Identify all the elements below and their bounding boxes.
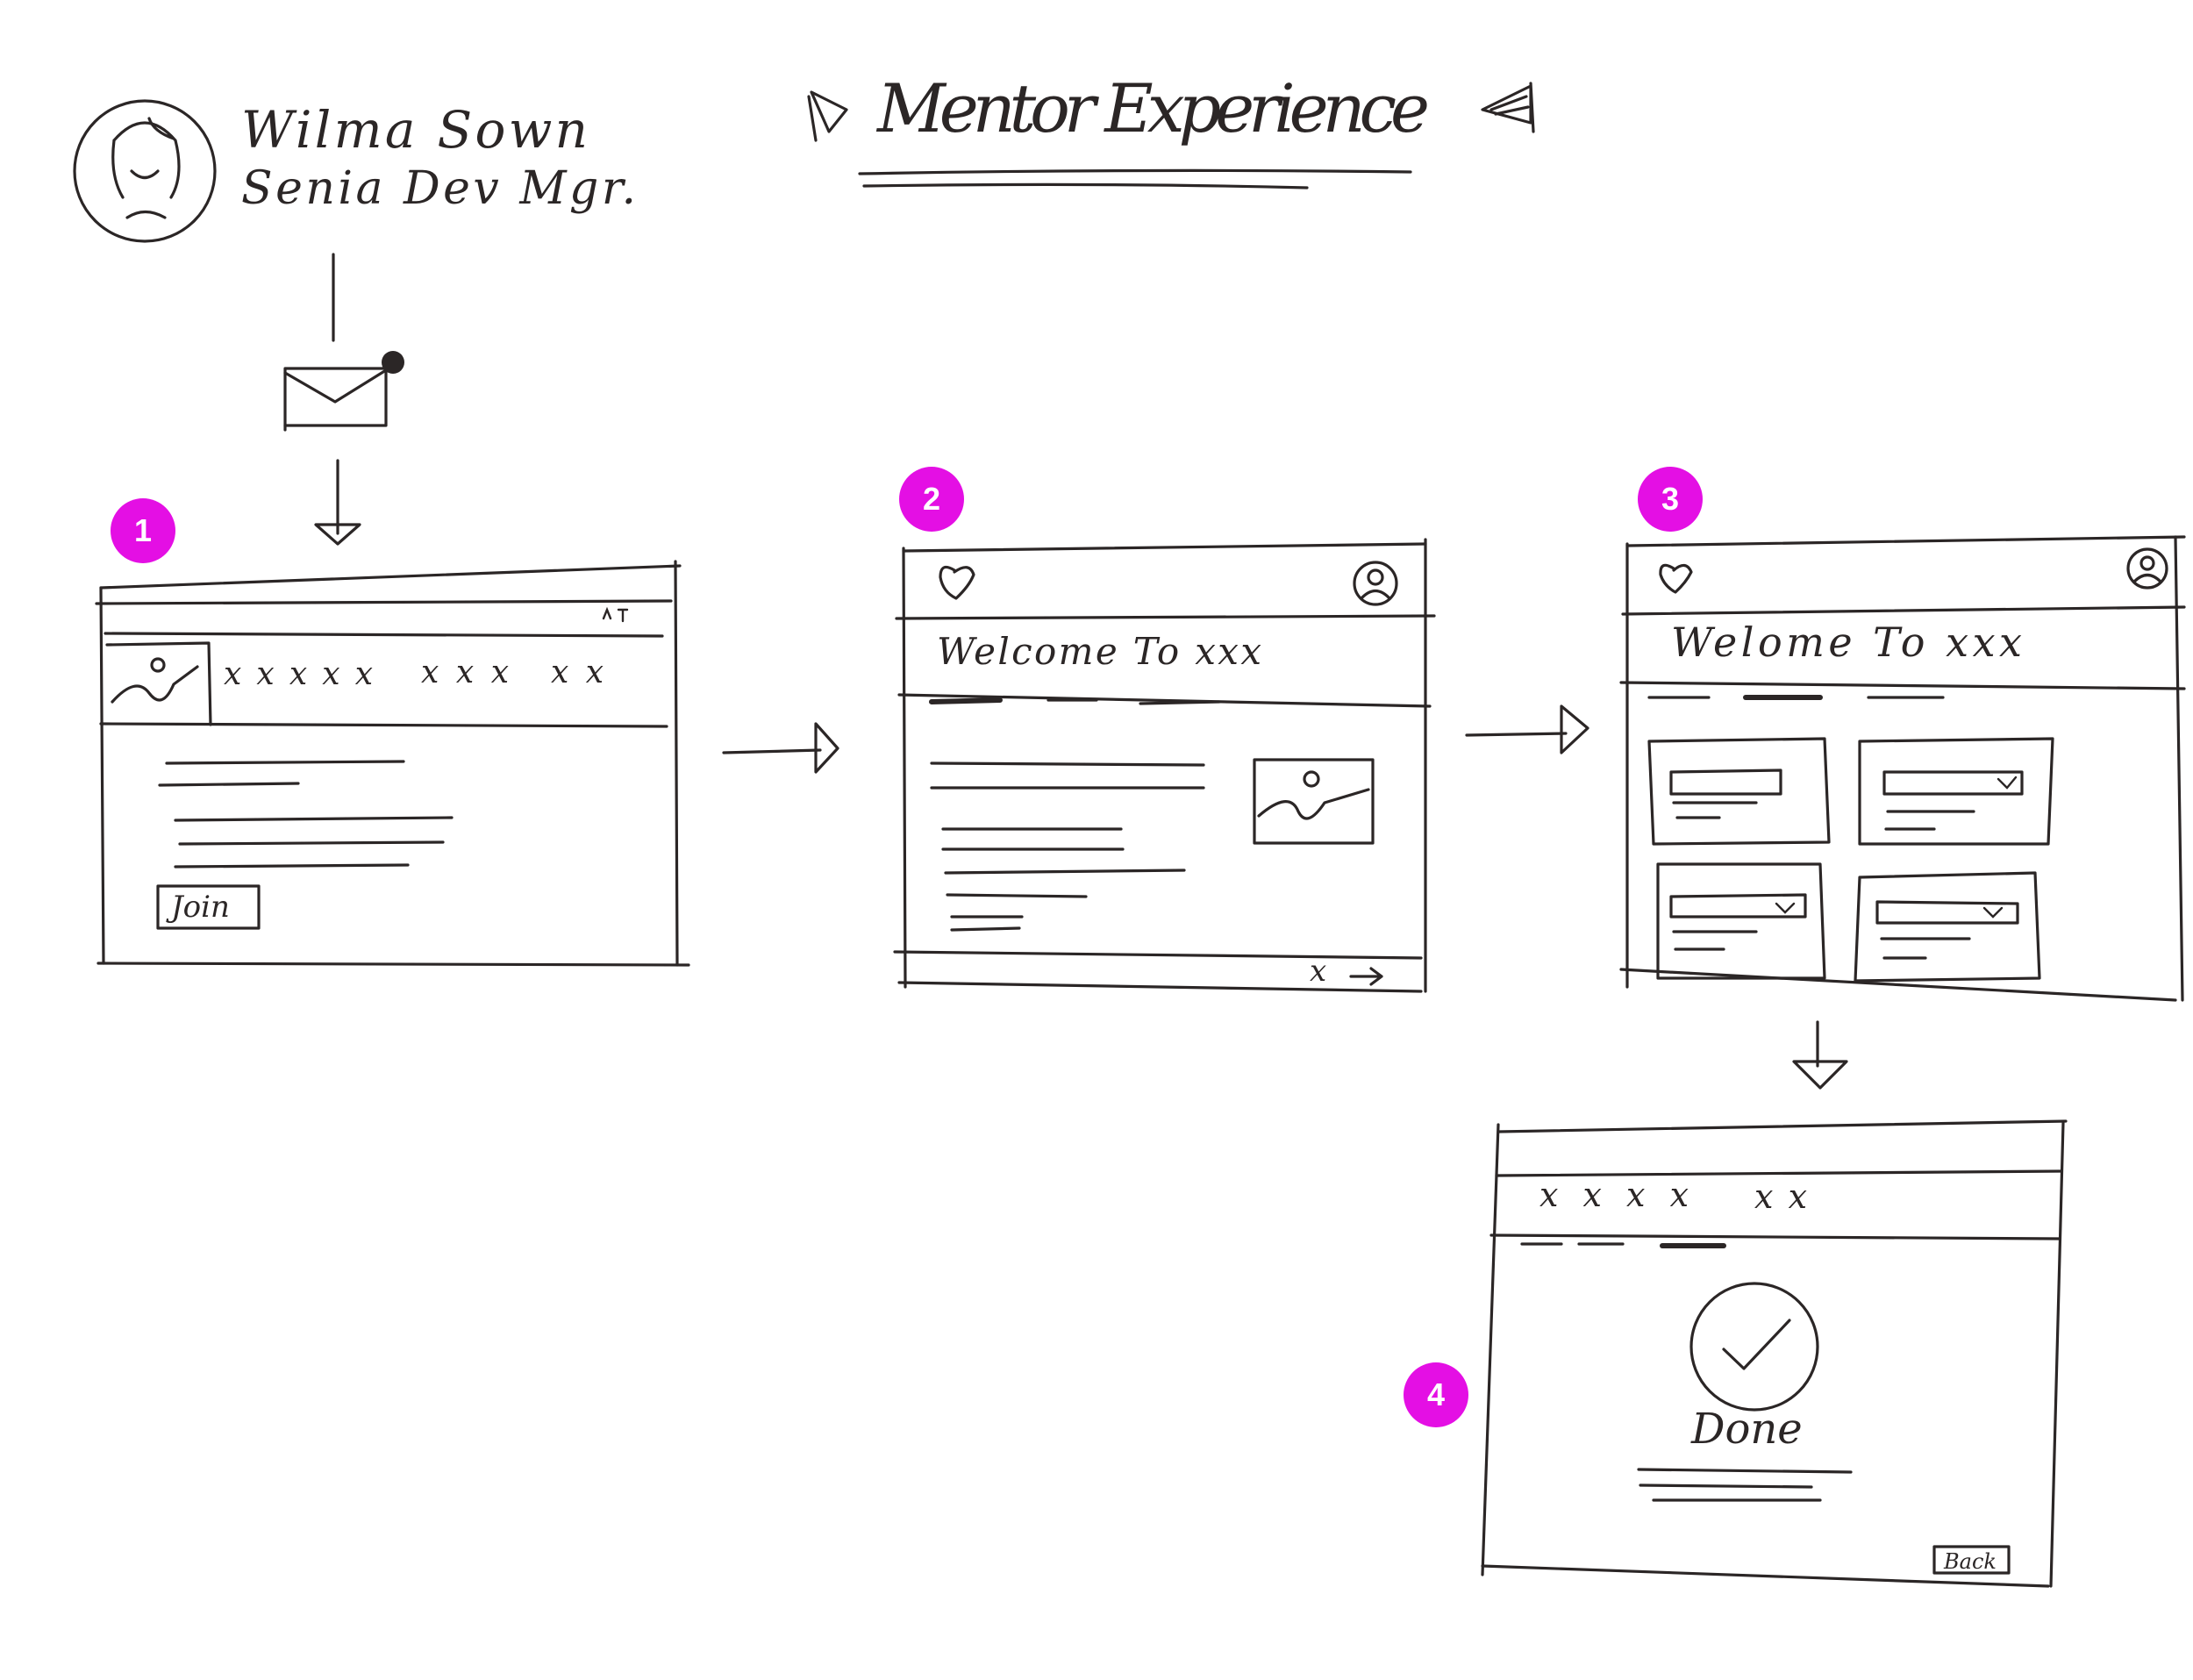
screen-1-header-placeholder-3: x x — [551, 654, 604, 690]
title-underline-2 — [862, 182, 1309, 189]
envelope-icon — [283, 351, 404, 432]
heart-icon — [939, 565, 975, 600]
arrow-right-icon — [1560, 704, 1589, 754]
screen-3-heading: Welome To xxx — [1671, 618, 2022, 666]
arrow-right-icon — [814, 722, 839, 774]
screen-2-sketch: Welcome To xxx x — [893, 538, 1436, 993]
chevron-down-icon — [1997, 776, 2018, 790]
persona-block: Wilma Sown Senia Dev Mgr. — [73, 99, 636, 243]
screen-4-header-placeholder-2: x x — [1754, 1177, 1807, 1216]
screen-1-header-placeholder-2: x x x — [421, 654, 509, 690]
chevron-down-icon — [1775, 902, 1796, 914]
left-flag-icon — [807, 90, 848, 142]
user-icon — [1353, 561, 1398, 606]
title-underline — [858, 168, 1412, 175]
arrow-2-to-3 — [1465, 732, 1568, 737]
screen-1-sketch: x x x x x x x x x x Join — [95, 560, 690, 967]
heart-icon — [1659, 563, 1693, 594]
title-text: Mentor Experience — [875, 69, 1430, 147]
step-badge-1: 1 — [111, 498, 175, 563]
arrow-down-icon — [1792, 1060, 1848, 1090]
avatar-sketch — [73, 99, 217, 243]
screen-1-header-placeholder-1: x x x x x — [224, 656, 373, 692]
back-button-label: Back — [1943, 1549, 1997, 1574]
image-placeholder-icon — [111, 657, 199, 704]
step-badge-4: 4 — [1404, 1362, 1468, 1427]
screen-4-header-placeholder-1: x x x x — [1539, 1176, 1689, 1214]
persona-role: Senia Dev Mgr. — [241, 162, 636, 215]
screen-3-sketch: Welome To xxx — [1619, 535, 2186, 1002]
join-button-label: Join — [166, 890, 230, 925]
persona-name: Wilma Sown — [241, 100, 588, 160]
avatar-face — [111, 117, 181, 219]
screen-2-footer-placeholder: x — [1310, 954, 1326, 989]
arrow-1-to-2 — [722, 748, 822, 754]
check-circle-icon — [1689, 1282, 1819, 1412]
step-badge-2: 2 — [899, 467, 964, 532]
image-placeholder-icon — [1257, 770, 1370, 820]
chevron-down-icon — [1982, 906, 2004, 919]
screen-4-sketch: x x x x x x Done Back — [1481, 1119, 2068, 1588]
user-icon — [2126, 547, 2168, 590]
arrow-down-icon — [314, 523, 361, 546]
step-badge-3: 3 — [1638, 467, 1703, 532]
title-block: Mentor Experience — [807, 69, 1535, 189]
right-flag-icon — [1481, 82, 1535, 133]
screen-2-heading: Welcome To xxx — [937, 630, 1261, 673]
done-label: Done — [1690, 1405, 1803, 1454]
